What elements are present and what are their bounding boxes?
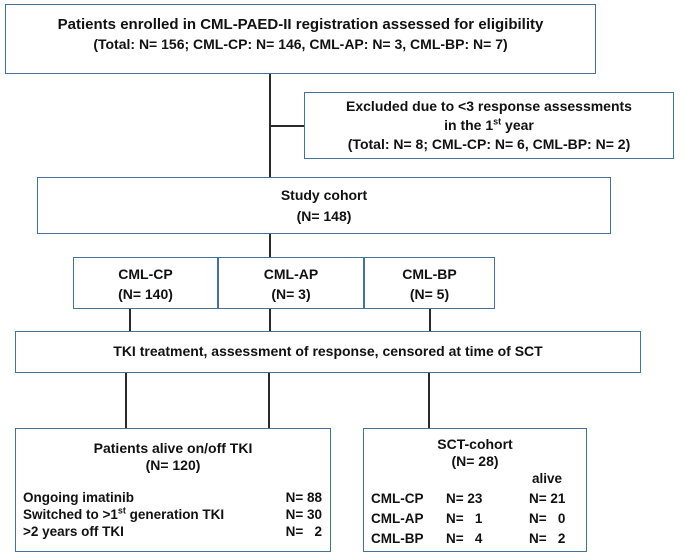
alive-row: Switched to >1st generation TKI N= 30: [23, 505, 322, 524]
alive-row-value: N= 30: [285, 507, 322, 522]
phase-label: CML-CP: [118, 266, 173, 282]
connector-bp-to-tki: [429, 309, 431, 331]
phase-box-cml-cp: CML-CP (N= 140): [73, 257, 218, 309]
phase-n: (N= 3): [271, 286, 311, 302]
sct-cohort-box: SCT-cohort (N= 28) alive CML-CP N= 23 N=…: [363, 428, 587, 552]
sct-row-alive: N= 2: [529, 531, 566, 546]
excluded-box: Excluded due to <3 response assessments …: [304, 92, 674, 159]
phase-box-cml-bp: CML-BP (N= 5): [364, 257, 495, 309]
alive-row-label: Switched to >1st generation TKI: [23, 505, 225, 522]
sct-row-alive: N= 21: [529, 491, 566, 506]
phase-label: CML-AP: [263, 266, 319, 282]
enrolled-counts: (Total: N= 156; CML-CP: N= 146, CML-AP: …: [93, 36, 508, 52]
sct-row-alive: N= 0: [529, 511, 566, 526]
excluded-counts: (Total: N= 8; CML-CP: N= 6, CML-BP: N= 2…: [347, 136, 631, 152]
study-cohort-n: (N= 148): [296, 208, 352, 224]
sct-row-phase: CML-AP: [371, 511, 424, 526]
phase-label: CML-BP: [402, 266, 457, 282]
sct-row-phase: CML-BP: [371, 531, 424, 546]
study-cohort-title: Study cohort: [280, 187, 368, 203]
alive-row: Ongoing imatinib N= 88: [23, 490, 322, 507]
enrolled-box: Patients enrolled in CML-PAED-II registr…: [5, 4, 596, 74]
phase-n: (N= 140): [118, 286, 173, 302]
alive-cohort-title: Patients alive on/off TKI: [93, 440, 253, 456]
study-cohort-box: Study cohort (N= 148): [37, 177, 611, 234]
enrolled-title: Patients enrolled in CML-PAED-II registr…: [57, 16, 544, 33]
sct-cohort-title: SCT-cohort: [437, 436, 513, 452]
excluded-line1: Excluded due to <3 response assessments: [346, 98, 632, 114]
alive-row: >2 years off TKI N= 2: [23, 524, 322, 541]
connector-cp-to-tki: [129, 309, 131, 331]
connector-tki-to-sct: [428, 373, 430, 428]
alive-row-label: >2 years off TKI: [23, 524, 124, 539]
phase-n: (N= 5): [409, 286, 450, 302]
connector-tki-to-alive-right: [268, 373, 270, 428]
alive-cohort-box: Patients alive on/off TKI (N= 120) Ongoi…: [15, 428, 331, 552]
alive-row-value: N= 88: [285, 490, 322, 505]
alive-row-label: Ongoing imatinib: [23, 490, 134, 505]
sct-row-phase: CML-CP: [371, 491, 424, 506]
excluded-line2: in the 1st year: [444, 116, 534, 133]
sct-row-n: N= 1: [446, 511, 483, 526]
sct-row-n: N= 23: [446, 491, 483, 506]
connector-ap-to-tki: [269, 309, 271, 331]
connector-tki-to-alive-left: [125, 373, 127, 428]
connector-to-excluded: [270, 125, 304, 127]
tki-treatment-box: TKI treatment, assessment of response, c…: [15, 331, 641, 373]
connector-study-to-ap: [269, 234, 271, 257]
sct-cohort-n: (N= 28): [451, 453, 499, 469]
tki-label: TKI treatment, assessment of response, c…: [113, 343, 543, 359]
alive-row-value: N= 2: [285, 524, 322, 539]
phase-box-cml-ap: CML-AP (N= 3): [218, 257, 364, 309]
sct-row-n: N= 4: [446, 531, 483, 546]
alive-cohort-n: (N= 120): [145, 457, 201, 473]
sct-alive-header: alive: [532, 471, 563, 486]
